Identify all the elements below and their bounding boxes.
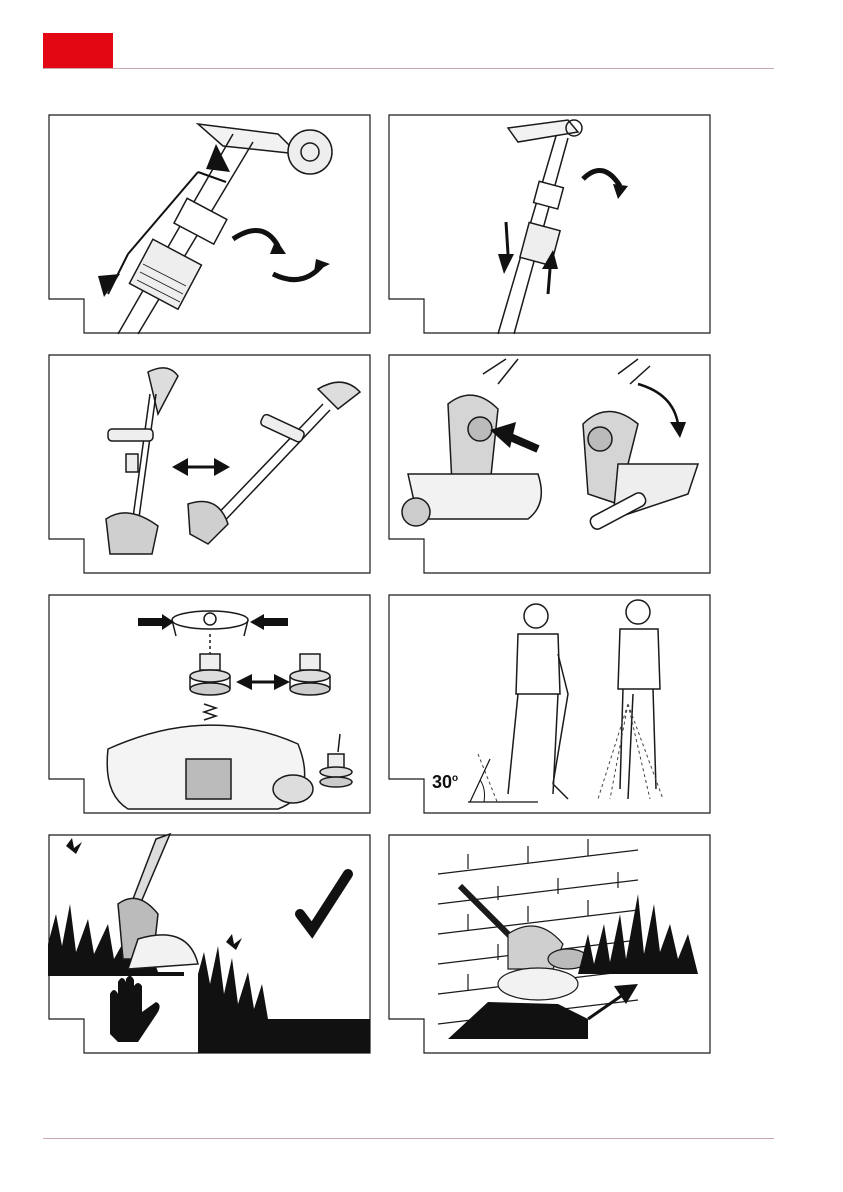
trimmer-icon	[48, 354, 372, 576]
check-mark-icon	[300, 874, 348, 930]
angle-unit: o	[452, 773, 458, 784]
trimmer-head-icon	[388, 354, 712, 576]
double-arrow-icon	[172, 458, 230, 476]
grass-icon	[48, 904, 370, 1053]
panel-correct-use	[48, 834, 372, 1056]
spool-assembly-icon	[48, 594, 372, 816]
panel-extend-shaft	[48, 114, 372, 336]
panel-working-position: 30o	[388, 594, 712, 816]
panel-lock-shaft	[388, 114, 712, 336]
trimmer-in-grass-icon	[48, 834, 372, 1056]
panel-edging-wall	[388, 834, 712, 1056]
panel-tilt-head	[388, 354, 712, 576]
telescopic-shaft-icon	[388, 114, 712, 336]
header-color-tab	[43, 33, 113, 69]
brick-wall-icon	[388, 834, 712, 1056]
rotate-arrow-icon	[583, 170, 620, 186]
spring-icon	[204, 704, 216, 720]
stop-hand-icon	[110, 976, 160, 1042]
angle-value: 30	[432, 772, 452, 792]
angle-label: 30o	[432, 772, 458, 793]
top-rule	[43, 68, 774, 69]
rotate-arrow-icon	[233, 230, 323, 279]
spool-cover-icon	[172, 611, 248, 636]
panel-replace-spool	[48, 594, 372, 816]
panel-adjust-handle	[48, 354, 372, 576]
bottom-rule	[43, 1138, 774, 1139]
curved-arrow-icon	[638, 384, 686, 438]
telescopic-shaft-icon	[48, 114, 372, 336]
push-arrow-icon	[490, 422, 538, 449]
